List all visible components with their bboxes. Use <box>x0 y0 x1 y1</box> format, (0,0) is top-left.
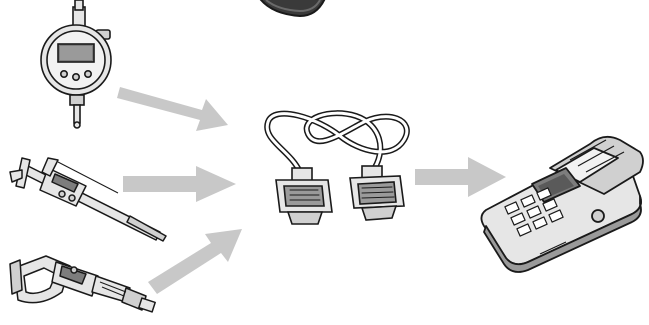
printer-icon <box>481 137 643 272</box>
arrow-cable-to-printer <box>415 157 506 197</box>
cable-connector-icon <box>267 113 407 224</box>
top-device-icon <box>258 0 326 16</box>
micrometer-icon <box>10 256 155 312</box>
dial-indicator-icon <box>41 0 111 128</box>
arrow-caliper-to-cable <box>123 166 236 202</box>
caliper-icon <box>10 158 166 241</box>
arrow-indicator-to-cable <box>117 87 228 131</box>
